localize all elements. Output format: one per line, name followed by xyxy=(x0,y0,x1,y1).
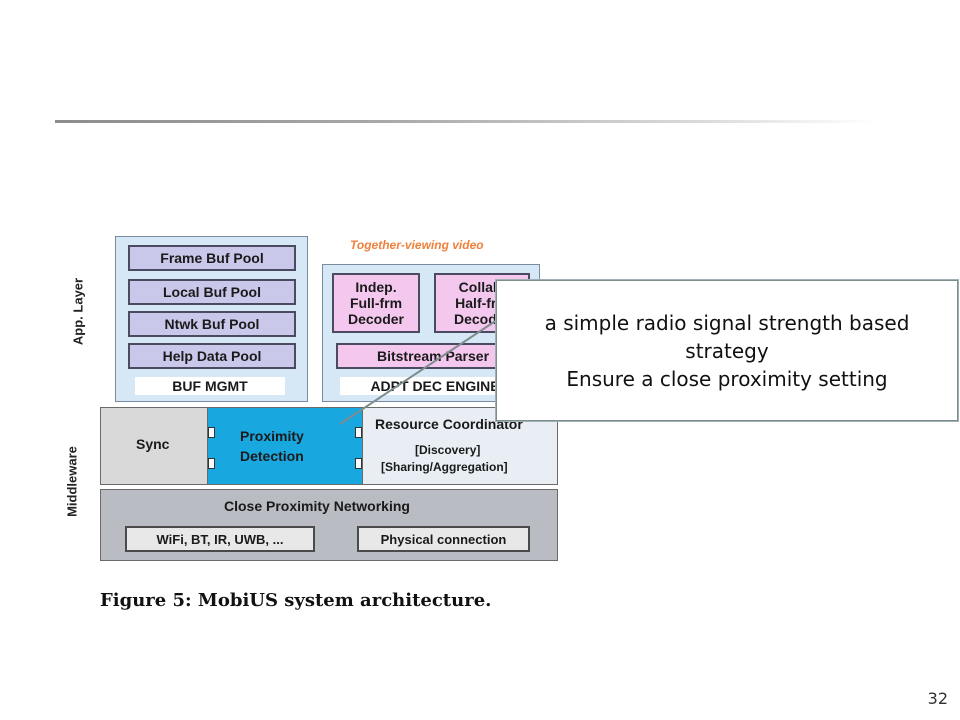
decoder1-line1: Indep. xyxy=(355,279,397,295)
page-number: 32 xyxy=(927,689,948,708)
callout-line-1: a simple radio signal strength based xyxy=(544,311,910,335)
ntwk-buf-pool: Ntwk Buf Pool xyxy=(128,311,296,337)
together-viewing-title: Together-viewing video xyxy=(350,238,484,252)
app-layer-label: App. Layer xyxy=(70,277,86,346)
buf-mgmt-label: BUF MGMT xyxy=(135,377,285,395)
proximity-port-bl xyxy=(208,458,215,469)
callout-line-2: strategy xyxy=(685,339,769,363)
proximity-label: Proximity Detection xyxy=(240,426,304,466)
sync-label: Sync xyxy=(136,436,170,452)
indep-full-frame-decoder: Indep. Full-frm Decoder xyxy=(332,273,420,333)
annotation-callout: a simple radio signal strength based str… xyxy=(496,280,958,421)
close-proximity-networking-title: Close Proximity Networking xyxy=(224,498,410,514)
sharing-aggregation-label: [Sharing/Aggregation] xyxy=(381,460,508,474)
help-data-pool: Help Data Pool xyxy=(128,343,296,369)
proximity-line1: Proximity xyxy=(240,428,304,444)
local-buf-pool: Local Buf Pool xyxy=(128,279,296,305)
decoder2-line2: Half-frm xyxy=(455,295,509,311)
discovery-label: [Discovery] xyxy=(415,443,481,457)
middleware-label: Middleware xyxy=(64,446,80,517)
physical-connection-box: Physical connection xyxy=(357,526,530,552)
callout-line-3: Ensure a close proximity setting xyxy=(566,367,888,391)
decoder1-line2: Full-frm xyxy=(349,295,403,311)
frame-buf-pool: Frame Buf Pool xyxy=(128,245,296,271)
wireless-box: WiFi, BT, IR, UWB, ... xyxy=(125,526,315,552)
figure-caption: Figure 5: MobiUS system architecture. xyxy=(100,590,492,611)
proximity-port-br xyxy=(355,458,362,469)
decoder2-line1: Collab. xyxy=(458,279,506,295)
proximity-detection-box xyxy=(208,408,363,484)
proximity-line2: Detection xyxy=(240,448,304,464)
title-divider xyxy=(55,120,875,123)
proximity-port-tr xyxy=(355,427,362,438)
sync-box xyxy=(101,408,208,484)
proximity-port-tl xyxy=(208,427,215,438)
decoder1-line3: Decoder xyxy=(347,311,405,327)
